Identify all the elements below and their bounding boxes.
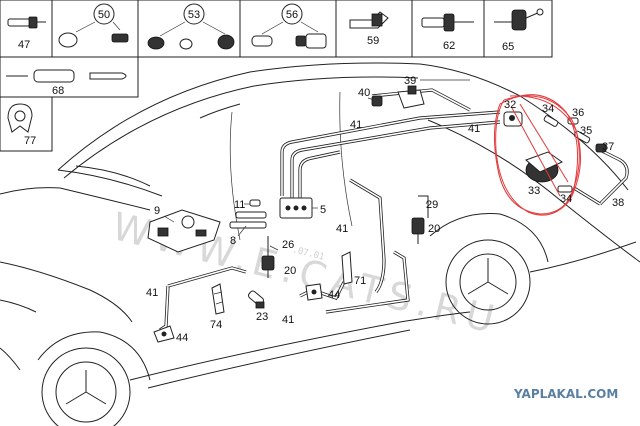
label-32: 32 [504,99,516,111]
label-9: 9 [154,205,160,217]
label-77: 77 [24,135,36,147]
label-33: 33 [528,185,540,197]
label-74: 74 [210,319,222,331]
label-62: 62 [443,40,455,52]
part-62-connector-icon [421,13,474,32]
label-11: 11 [234,199,245,211]
label-56: 56 [286,9,298,21]
car-outline [0,62,640,426]
label-41c: 41 [336,223,348,235]
part-29-valve-icon [411,195,429,244]
part-23-connector-icon [248,290,265,309]
label-44b: 44 [328,289,340,301]
label-65: 65 [502,41,514,53]
part-74-bracket-icon [211,283,225,315]
site-credit: YAPLAKAL.COM [513,387,618,401]
label-50: 50 [98,9,110,21]
label-44a: 44 [176,332,188,344]
part-50-union-icon [58,3,129,48]
grid-cell-50 [51,0,139,58]
label-41b: 41 [468,123,480,135]
label-29: 29 [426,199,438,211]
grid-cell-47 [0,0,53,58]
part-68-sleeve-icon [6,69,127,83]
label-71: 71 [354,275,366,287]
label-8: 8 [230,235,236,247]
part-9-pump-icon [147,209,221,253]
label-5: 5 [320,204,326,216]
label-68: 68 [52,85,64,97]
label-39: 39 [404,75,416,87]
highlight-markup [493,94,581,216]
part-44-clip-icon [153,283,323,343]
label-41a: 41 [350,119,362,131]
label-36: 36 [572,107,584,119]
label-35: 35 [580,125,592,137]
label-26: 26 [282,239,294,251]
part-40-valve-icon [371,85,425,109]
leader-lines [163,79,601,251]
part-65-valve-icon [494,8,544,31]
parts-grid: 47 50 53 56 59 62 65 68 77 [0,0,553,152]
part-47-connector-icon [7,16,46,29]
label-59: 59 [367,35,379,47]
label-37: 37 [602,141,614,153]
label-34b: 34 [560,193,572,205]
label-38: 38 [612,197,624,209]
label-47: 47 [18,39,30,51]
label-23: 23 [256,311,268,323]
label-20a: 20 [284,265,296,277]
part-20-valve-icon [261,236,275,278]
callout-labels: 9 8 11 5 39 40 41 41 41 41 41 26 20 20 2… [146,75,624,344]
part-56-fitting-icon [251,3,327,49]
label-20b: 20 [428,223,440,235]
label-34a: 34 [542,103,554,115]
label-41d: 41 [146,287,158,299]
components [147,85,607,343]
label-53: 53 [188,9,200,21]
part-5-distributor-icon [279,197,313,219]
part-77-clip-icon [7,103,33,133]
label-40: 40 [358,87,370,99]
part-11-connectors-icon [229,199,267,229]
part-53-clip-icon [147,3,235,50]
part-59-elbow-icon [349,11,389,29]
part-34-fittings-icon [543,115,607,193]
part-71-bracket-icon [341,251,353,285]
vacuum-lines [159,88,629,332]
label-41e: 41 [282,314,294,326]
